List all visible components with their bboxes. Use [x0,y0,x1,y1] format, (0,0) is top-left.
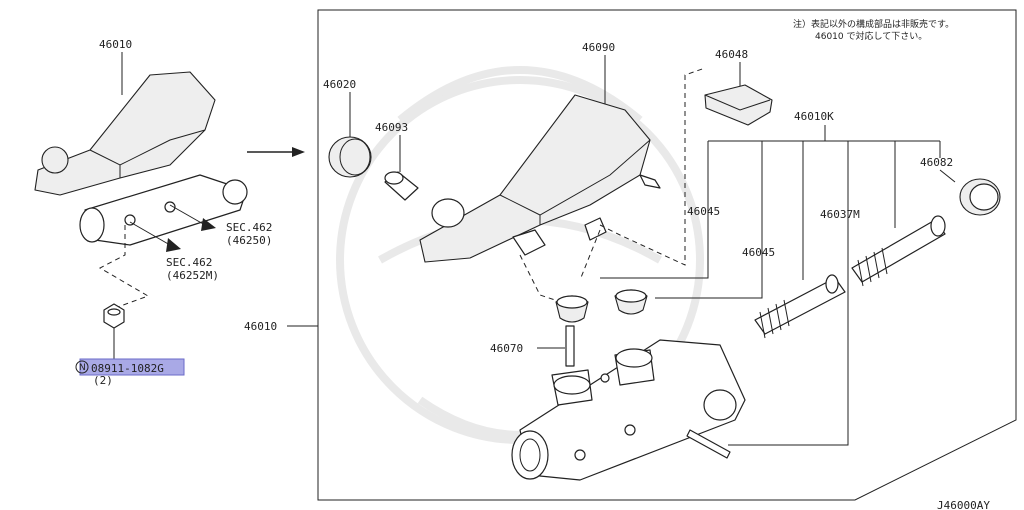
nut-part-number[interactable]: N 08911-1082G [75,358,185,376]
reservoir-assembled [34,71,216,196]
level-sensor [704,84,773,126]
retaining-pin [565,325,575,367]
nut [103,303,125,329]
label-strainer: 46093 [375,121,408,134]
label-grommet-a: 46045 [687,205,720,218]
label-kit: 46010K [794,110,834,123]
reservoir-cap-assembled [41,146,69,174]
label-sensor: 46048 [715,48,748,61]
label-piston-kit: 46037M [820,208,860,221]
note-line-1: 注）表記以外の構成部品は非販売です。 [793,18,954,30]
left-assembly: 46010 SEC.462 (46250) SEC.462 (46252M) [34,38,305,387]
arrow-icon [166,238,181,252]
master-cylinder-body [511,339,746,481]
label-sec-462-b: SEC.462 [166,256,212,269]
arrow-right-icon [292,147,305,157]
label-assembly-frame: 46010 [244,320,277,333]
label-sec-462-b-ref: (46252M) [166,269,219,282]
reservoir-cap [328,136,372,178]
secondary-piston [754,274,846,339]
label-pin: 46070 [490,342,523,355]
reservoir-filler-neck [431,198,465,228]
label-sec-462-a: SEC.462 [226,221,272,234]
arrow-icon [201,218,216,231]
cylinder-body-assembled [84,174,246,246]
note-line-2: 46010 で対応して下さい。 [815,30,927,42]
label-nut-qty: (2) [93,374,113,387]
nut-part-prefix: N [79,363,86,373]
label-reservoir: 46090 [582,41,615,54]
label-sec-462-a-ref: (46250) [226,234,272,247]
exploded-view-frame [317,9,1017,501]
label-assembly-left: 46010 [99,38,132,51]
label-cap: 46020 [323,78,356,91]
label-grommet-b: 46045 [742,246,775,259]
diagram-id: J46000AY [937,499,990,510]
primary-piston [851,215,946,287]
label-nut-part-no: 08911-1082G [91,362,164,375]
label-seal: 46082 [920,156,953,169]
